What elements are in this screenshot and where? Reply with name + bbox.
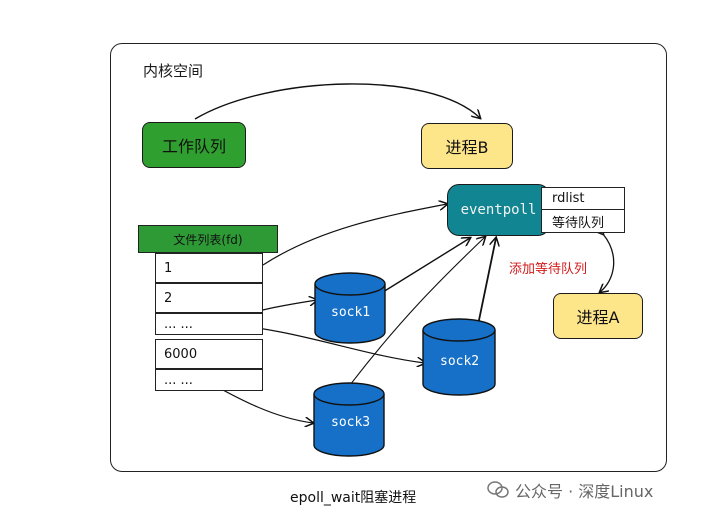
eventpoll-label: eventpoll xyxy=(460,202,537,218)
arrow-waitqueue-processa xyxy=(600,234,615,292)
wechat-icon xyxy=(487,481,509,498)
fd-row: 6000 xyxy=(155,339,263,369)
rdlist-label: rdlist xyxy=(552,191,585,206)
work-queue-box: 工作队列 xyxy=(142,122,246,168)
watermark-text: 公众号 · 深度Linux xyxy=(515,482,654,501)
diagram-caption: epoll_wait阻塞进程 xyxy=(290,490,417,506)
fd-row-label: 6000 xyxy=(164,346,198,362)
fd-table-header: 文件列表(fd) xyxy=(138,225,278,253)
fd-row: 2 xyxy=(155,283,263,313)
process-b-box: 进程B xyxy=(421,123,513,169)
process-a-label: 进程A xyxy=(576,308,620,327)
process-b-label: 进程B xyxy=(445,138,489,157)
sock2-label: sock2 xyxy=(440,354,480,369)
sock1-label: sock1 xyxy=(331,305,371,320)
arrow-fd-to-eventpoll xyxy=(262,204,447,266)
eventpoll-box: eventpoll xyxy=(447,184,550,236)
fd-row-label: 2 xyxy=(164,290,173,306)
fd-table-header-label: 文件列表(fd) xyxy=(173,232,243,247)
arrow-workqueue-to-processb xyxy=(194,83,480,119)
sock1-cylinder xyxy=(314,272,386,344)
kernel-space-title: 内核空间 xyxy=(143,62,204,80)
fd-row: 1 xyxy=(155,253,263,283)
sock3-cylinder xyxy=(313,382,385,457)
add-wait-queue-note: 添加等待队列 xyxy=(509,262,588,277)
watermark: 公众号 · 深度Linux xyxy=(487,478,653,502)
sock3-label: sock3 xyxy=(331,415,371,430)
arrow-sock2-to-eventpoll xyxy=(477,238,496,326)
sock2-cylinder xyxy=(422,318,496,396)
rdlist-cell: rdlist xyxy=(541,187,625,210)
work-queue-label: 工作队列 xyxy=(161,137,226,156)
arrow-sock3-to-eventpoll xyxy=(349,237,485,386)
process-a-box: 进程A xyxy=(553,293,643,339)
fd-row: ... ... xyxy=(155,313,263,335)
fd-row: ... ... xyxy=(155,369,263,391)
wait-queue-label: 等待队列 xyxy=(552,215,605,231)
fd-row-label: ... ... xyxy=(164,372,193,388)
fd-row-label: ... ... xyxy=(164,316,193,332)
fd-row-label: 1 xyxy=(164,260,173,276)
kernel-space-frame xyxy=(110,43,667,472)
wait-queue-cell: 等待队列 xyxy=(541,209,625,233)
arrow-sock1-to-eventpoll xyxy=(382,238,470,293)
